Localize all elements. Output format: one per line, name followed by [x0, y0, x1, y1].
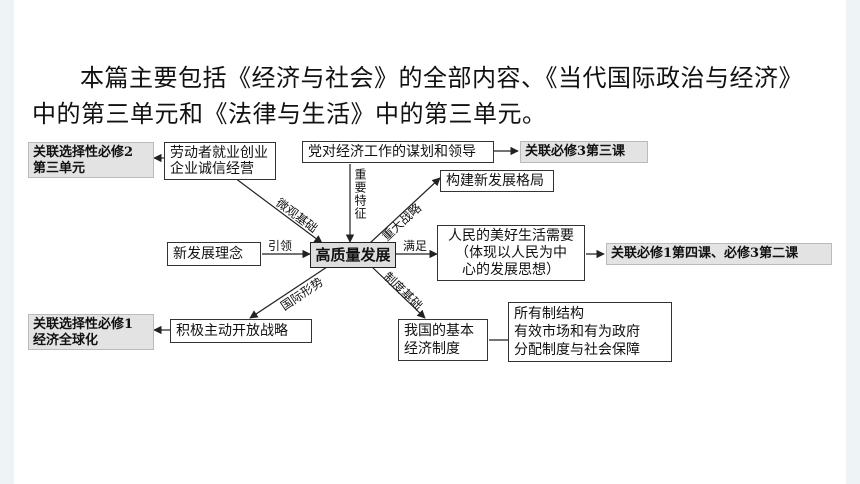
node-system-detail-line-3: 分配制度与社会保障	[514, 342, 640, 358]
slide-page	[14, 0, 846, 484]
edge-label-satisfy: 满足	[403, 239, 428, 253]
node-labor-line-1: 劳动者就业创业	[170, 145, 268, 161]
edge-center-newpattern	[369, 177, 441, 244]
node-people-needs-line-1: 人民的美好生活需要	[448, 228, 574, 244]
node-new-concept: 新发展理念	[167, 242, 261, 266]
edge-center-opening	[249, 264, 331, 319]
node-system-detail-line-2: 有效市场和有为政府	[514, 324, 640, 340]
node-people-needs-line-3: 心的发展思想）	[462, 262, 560, 278]
link-required-1-required-3-text: 关联必修1第四课、必修3第二课	[611, 246, 799, 261]
node-center: 高质量发展	[310, 242, 396, 268]
node-opening: 积极主动开放战略	[170, 319, 312, 343]
intro-line-1: 本篇主要包括《经济与社会》的全部内容、《当代国际政治与经济》	[80, 64, 803, 92]
node-labor-line-2: 企业诚信经营	[170, 161, 254, 177]
link-required-3-lesson-3: 关联必修3第三课	[520, 141, 648, 163]
node-basic-system: 我国的基本 经济制度	[398, 319, 488, 361]
node-system-detail-line-1: 所有制结构	[514, 306, 584, 322]
edge-labor-center	[234, 177, 323, 244]
node-opening-text: 积极主动开放战略	[176, 323, 288, 339]
edge-label-guide: 引领	[268, 239, 293, 253]
edge-center-basic	[369, 264, 426, 319]
node-new-pattern: 构建新发展格局	[440, 170, 554, 192]
node-center-text: 高质量发展	[315, 246, 391, 264]
link-elective-2-line-2: 第三单元	[33, 161, 86, 176]
link-elective-2: 关联选择性必修2 第三单元	[28, 142, 154, 178]
link-elective-1-line-2: 经济全球化	[33, 333, 99, 348]
node-new-concept-text: 新发展理念	[173, 246, 243, 262]
link-elective-2-line-1: 关联选择性必修2	[33, 145, 134, 160]
node-basic-system-line-1: 我国的基本	[404, 323, 474, 339]
link-required-3-lesson-3-text: 关联必修3第三课	[525, 144, 626, 159]
node-new-pattern-text: 构建新发展格局	[446, 173, 544, 189]
edge-label-important-feature: 重要特征	[353, 168, 367, 220]
intro-paragraph: 本篇主要包括《经济与社会》的全部内容、《当代国际政治与经济》 中的第三单元和《法…	[32, 60, 842, 132]
node-labor: 劳动者就业创业 企业诚信经营	[164, 142, 276, 180]
node-system-detail: 所有制结构 有效市场和有为政府 分配制度与社会保障	[508, 302, 672, 362]
node-people-needs-line-2: （体现以人民为中	[455, 245, 567, 261]
intro-line-2: 中的第三单元和《法律与生活》中的第三单元。	[32, 100, 547, 128]
link-elective-1-line-1: 关联选择性必修1	[33, 317, 134, 332]
node-party: 党对经济工作的谋划和领导	[302, 141, 494, 163]
link-elective-1: 关联选择性必修1 经济全球化	[28, 314, 154, 350]
node-people-needs: 人民的美好生活需要 （体现以人民为中 心的发展思想）	[437, 225, 585, 281]
link-required-1-required-3: 关联必修1第四课、必修3第二课	[606, 243, 832, 265]
node-party-text: 党对经济工作的谋划和领导	[308, 144, 476, 160]
node-basic-system-line-2: 经济制度	[404, 341, 460, 357]
